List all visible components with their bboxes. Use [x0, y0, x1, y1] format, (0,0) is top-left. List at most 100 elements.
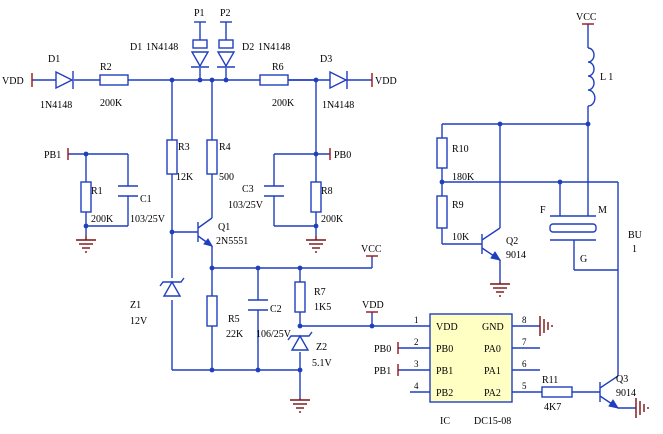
ic-pin-number: 7: [522, 337, 527, 347]
diode-d2-top: D2 1N4148: [216, 42, 290, 68]
zener-z1: Z1 12V: [130, 277, 185, 327]
resistor-r2: R2 200K: [99, 62, 129, 109]
buzzer-bu: F M G BU 1: [540, 205, 643, 265]
l1-ref: L 1: [600, 72, 613, 83]
r5-ref: R5: [228, 314, 240, 325]
ic-pin-number: 5: [522, 381, 527, 391]
r11-ref: R11: [542, 375, 558, 386]
r11-value: 4K7: [544, 402, 561, 413]
resistor-r1: R1 200K: [80, 181, 114, 225]
r1-value: 200K: [91, 214, 114, 225]
p2-label: P2: [220, 8, 231, 19]
ic-pin-name: PB1: [436, 366, 453, 377]
r9-value: 10K: [452, 232, 470, 243]
vdd-ic-label: VDD: [362, 300, 384, 311]
c2-ref: C2: [270, 304, 282, 315]
ic-value: DC15-08: [474, 416, 511, 427]
d3-ref: D3: [320, 54, 332, 65]
resistor-r8: R8 200K: [310, 181, 344, 225]
buzzer-m-label: M: [598, 205, 607, 216]
r4-ref: R4: [219, 142, 231, 153]
d1-ref: D1: [48, 54, 60, 65]
capacitor-c3: C3 103/25V: [228, 184, 284, 211]
r2-ref: R2: [100, 62, 112, 73]
d1-value: 1N4148: [40, 100, 72, 111]
ic-pin-name: VDD: [436, 322, 458, 333]
z2-value: 5.1V: [312, 358, 333, 369]
ic-pin-number: 8: [522, 315, 527, 325]
vcc-top-label: VCC: [576, 12, 597, 23]
d3-value: 1N4148: [322, 100, 354, 111]
r9-ref: R9: [452, 200, 464, 211]
ic-pin-name: PA1: [484, 366, 501, 377]
ic-ref: IC: [440, 416, 450, 427]
ground-symbol-ic: [539, 316, 553, 336]
ic-dc15-08: 1 VDD 2 PB0 3 PB1 4 PB2 8 GND 7 PA0 6 PA…: [414, 313, 527, 427]
ground-symbol: [290, 398, 310, 413]
ic-pin-name: PB2: [436, 388, 453, 399]
connector-p2: P2: [218, 8, 234, 49]
q2-value: 9014: [506, 250, 526, 261]
resistor-r5: R5 22K: [206, 295, 244, 340]
r6-ref: R6: [272, 62, 284, 73]
r2-value: 200K: [100, 98, 123, 109]
q3-value: 9014: [616, 388, 636, 399]
vcc-top-symbol: VCC: [576, 12, 597, 25]
port-pb1-ic-label: PB1: [374, 366, 391, 377]
d2-top-label: D2: [242, 42, 254, 53]
ic-pin-number: 4: [414, 381, 419, 391]
buzzer-g-label: G: [580, 254, 587, 265]
c3-ref: C3: [242, 184, 254, 195]
ic-pin-name: PB0: [436, 344, 453, 355]
resistor-r9: R9 10K: [436, 195, 470, 243]
resistor-r3: R3 12K: [166, 139, 194, 183]
port-pb0-right-label: PB0: [334, 150, 351, 161]
diode-d3: D3 1N4148: [320, 54, 354, 111]
connector-p1: P1: [192, 8, 208, 49]
resistor-r10: R10 180K: [436, 137, 475, 183]
port-pb0-ic-label: PB0: [374, 344, 391, 355]
transistor-q3: Q3 9014: [599, 374, 636, 409]
port-pb1-left-label: PB1: [44, 150, 61, 161]
z2-ref: Z2: [316, 342, 327, 353]
bu-value: 1: [632, 244, 637, 255]
buzzer-f-label: F: [540, 205, 546, 216]
d1-top-label: D1: [130, 42, 142, 53]
q1-value: 2N5551: [216, 236, 248, 247]
ic-pin-name: PA2: [484, 388, 501, 399]
diode-d1-top: D1 1N4148: [130, 42, 210, 68]
r5-value: 22K: [226, 329, 244, 340]
ic-pin-number: 2: [414, 337, 419, 347]
port-pb1-ic: PB1: [374, 364, 399, 377]
p1-label: P1: [194, 8, 205, 19]
diode-d1: D1 1N4148: [40, 54, 74, 111]
vdd-right-label: VDD: [375, 76, 397, 87]
ground-symbol: [490, 282, 510, 297]
ground-symbol: [306, 236, 326, 253]
r8-ref: R8: [321, 186, 333, 197]
resistor-r4: R4 500: [206, 139, 234, 183]
vcc-mid-symbol: VCC: [361, 244, 382, 257]
r8-value: 200K: [321, 214, 344, 225]
c2-value: 106/25V: [256, 329, 292, 340]
capacitor-c1: C1 103/25V: [118, 185, 166, 225]
r1-ref: R1: [91, 186, 103, 197]
ground-symbol-q3: [635, 398, 649, 418]
r10-ref: R10: [452, 144, 469, 155]
port-pb1-left: PB1: [44, 148, 69, 161]
r7-value: 1K5: [314, 302, 331, 313]
z1-value: 12V: [130, 316, 148, 327]
junctions: [83, 77, 591, 373]
c1-ref: C1: [140, 194, 152, 205]
d1-top-value: 1N4148: [146, 42, 178, 53]
ground-symbol: [76, 236, 96, 253]
c1-value: 103/25V: [130, 214, 166, 225]
transistor-q1: Q1 2N5551: [197, 217, 248, 247]
inductor-l1: L 1: [587, 47, 613, 107]
ic-pin-number: 6: [522, 359, 527, 369]
q3-ref: Q3: [616, 374, 628, 385]
r7-ref: R7: [314, 287, 326, 298]
z1-ref: Z1: [130, 300, 141, 311]
